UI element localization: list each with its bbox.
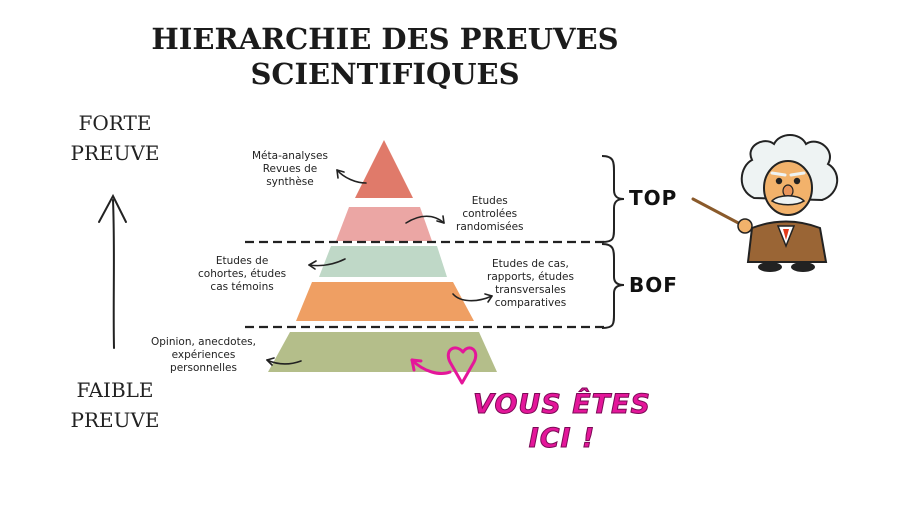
annotation-level-3-line-1: Etudes de — [215, 255, 269, 267]
einstein-icon — [691, 134, 838, 272]
pyramid-tier-2 — [336, 207, 432, 241]
annotation-level-4-line-3: transversales — [495, 284, 566, 296]
annotation-level-3-line-2: cohortes, études — [198, 268, 287, 280]
annotation-level-2-line-1: Etudes — [471, 195, 508, 207]
brace-bof — [601, 243, 625, 329]
annotation-level-5-line-1: Opinion, anecdotes, — [151, 336, 256, 348]
group-label-bof: BOF — [629, 273, 678, 297]
axis-top-line-2: PREUVE — [70, 141, 160, 165]
you-are-here-line-1: VOUS ÊTES — [473, 389, 651, 421]
pyramid-tier-1 — [355, 140, 413, 198]
axis-top-label: FORTE PREUVE — [55, 108, 175, 168]
annotation-level-2: Etudes controlées randomisées — [456, 195, 524, 234]
diagram-title: HIERARCHIE DES PREUVES SCIENTIFIQUES — [120, 22, 650, 92]
brace-top — [601, 155, 625, 243]
pyramid-tier-5 — [268, 332, 497, 372]
group-label-top: TOP — [629, 186, 678, 210]
you-are-here-line-2: ICI ! — [528, 423, 596, 455]
axis-bottom-line-2: PREUVE — [70, 408, 160, 432]
annotation-level-2-line-3: randomisées — [456, 221, 524, 233]
pyramid-tier-3 — [319, 246, 447, 277]
annotation-level-4-line-2: rapports, études — [487, 271, 574, 283]
annotation-level-1: Méta-analyses Revues de synthèse — [252, 150, 328, 189]
annotation-level-3: Etudes de cohortes, études cas témoins — [198, 255, 286, 294]
annotation-level-1-line-3: synthèse — [266, 176, 314, 188]
axis-top-line-1: FORTE — [78, 111, 152, 135]
curved-arrow-icon — [266, 169, 493, 366]
annotation-level-2-line-2: controlées — [462, 208, 518, 220]
you-are-here-label: VOUS ÊTES ICI ! — [452, 388, 672, 456]
annotation-level-1-line-1: Méta-analyses — [252, 150, 328, 162]
annotation-level-4-line-4: comparatives — [494, 297, 567, 309]
annotation-level-5-line-2: expériences — [171, 349, 236, 361]
title-line-2: SCIENTIFIQUES — [250, 57, 520, 91]
axis-bottom-label: FAIBLE PREUVE — [55, 375, 175, 435]
annotation-level-1-line-2: Revues de — [262, 163, 318, 175]
arrow-up-icon — [98, 193, 127, 349]
annotation-level-4-line-1: Etudes de cas, — [492, 258, 569, 270]
pyramid-tier-4 — [296, 282, 474, 321]
heart-arrow-icon — [410, 346, 478, 385]
annotation-level-3-line-3: cas témoins — [210, 281, 274, 293]
title-line-1: HIERARCHIE DES PREUVES — [151, 22, 619, 56]
axis-bottom-line-1: FAIBLE — [76, 378, 154, 402]
annotation-level-4: Etudes de cas, rapports, études transver… — [487, 258, 574, 310]
annotation-level-5-line-3: personnelles — [170, 362, 237, 374]
annotation-level-5: Opinion, anecdotes, expériences personne… — [151, 336, 256, 375]
